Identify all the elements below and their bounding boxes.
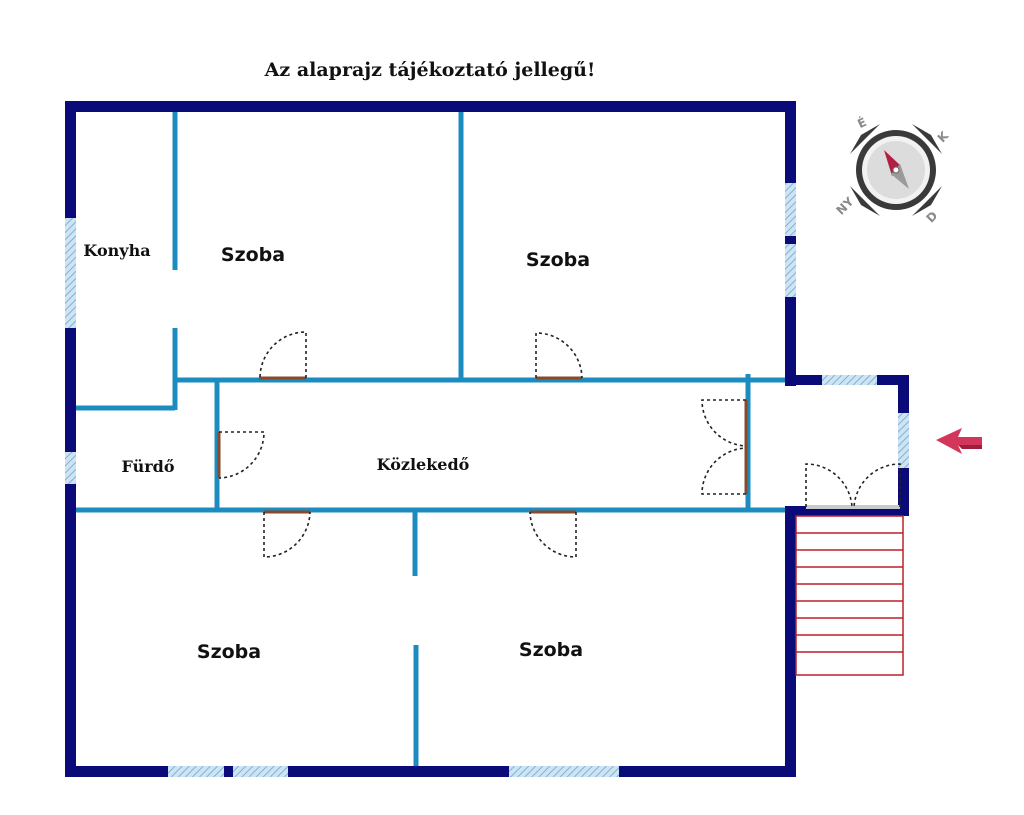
door-double-corridor [701, 399, 748, 495]
door-entrance-double [805, 463, 901, 509]
compass-north: É [855, 114, 869, 131]
room-label-kozlekedo: Közlekedő [377, 455, 470, 474]
outer-walls [65, 101, 909, 777]
door-bathroom [217, 431, 265, 479]
compass-east: K [935, 128, 952, 145]
room-label-szoba-top-right: Szoba [526, 249, 590, 271]
room-label-szoba-bottom-right: Szoba [519, 639, 583, 661]
doors [217, 331, 901, 558]
compass-south: D [924, 209, 941, 226]
door-bedroom-bottom-right [529, 510, 577, 558]
room-label-szoba-top-left: Szoba [221, 244, 285, 266]
compass-west: NY [833, 194, 856, 217]
room-label-furdo: Fürdő [122, 457, 175, 476]
interior-walls [76, 112, 785, 766]
room-label-konyha: Konyha [83, 241, 150, 260]
room-label-szoba-bottom-left: Szoba [197, 641, 261, 663]
entrance-arrow-icon [936, 428, 982, 454]
windows [65, 183, 909, 777]
entrance-stairs [795, 515, 904, 676]
plan-title: Az alaprajz tájékoztató jellegű! [264, 59, 596, 81]
door-bedroom-top-left [259, 331, 307, 380]
door-bedroom-top-right [535, 332, 583, 380]
door-bedroom-bottom-left [263, 510, 311, 558]
compass-icon: É K D NY [833, 114, 951, 225]
